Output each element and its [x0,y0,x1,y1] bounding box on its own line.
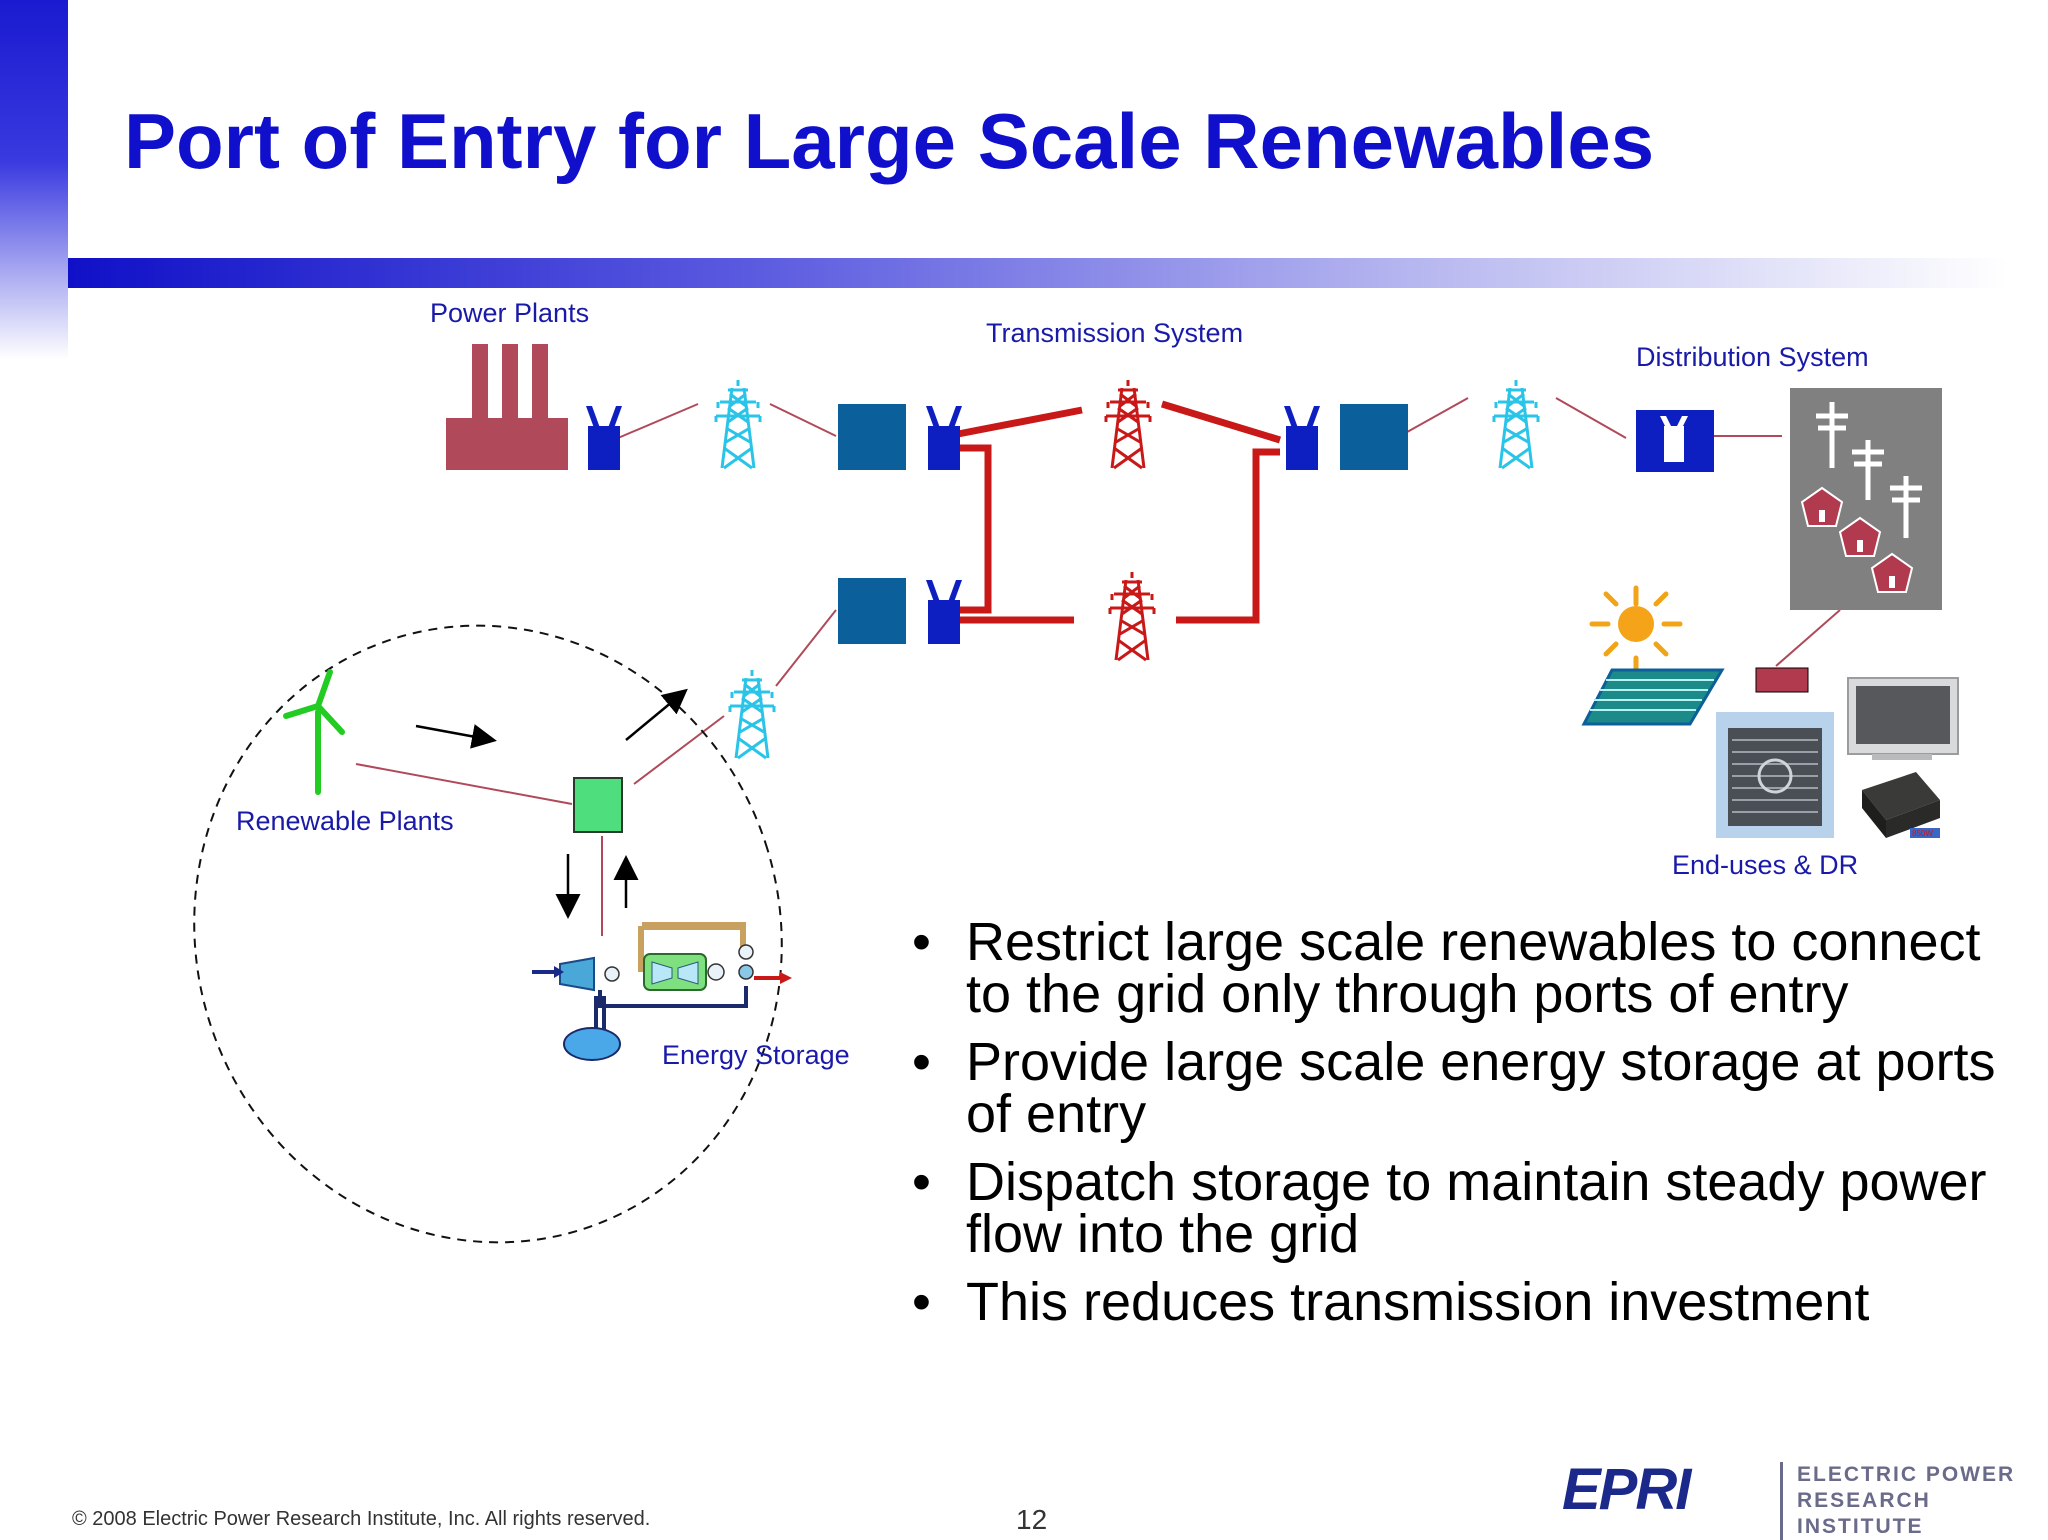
energy-storage-label: Energy Storage [662,1040,850,1070]
tower-icon [728,668,776,760]
transformer-icon [838,404,906,470]
power-plant-icon [446,344,568,470]
end-uses-label: End-uses & DR [1672,850,1859,880]
bullet-item: •Restrict large scale renewables to conn… [912,912,1981,1024]
left-accent-bar [0,0,68,360]
distribution-substation-icon [1636,410,1714,472]
tower-icon [1492,378,1540,470]
substation-icon [926,406,962,470]
bullet-text: Restrict large scale renewables to conne… [966,912,1981,1024]
power-plants-label: Power Plants [430,298,590,328]
logo-line-1: ELECTRIC POWER [1797,1463,2016,1486]
power-supply-label: 850W [1912,829,1933,838]
bullet-item: •Dispatch storage to maintain steady pow… [912,1152,1987,1264]
flow-arrow [415,724,497,749]
flow-arrow [625,688,688,741]
air-conditioner-icon [1716,712,1834,838]
epri-logo-text: ELECTRIC POWER RESEARCH INSTITUTE [1780,1462,2048,1540]
tower-icon [1104,378,1152,470]
port-of-entry-boundary [193,624,783,1244]
substation-icon [1284,406,1320,470]
tower-icon [1108,570,1156,662]
transmission-system-label: Transmission System [986,318,1244,348]
solar-panel-icon [1581,668,1725,726]
substation-icon [926,580,962,644]
bullet-text: Dispatch storage to maintain steady powe… [966,1152,1987,1264]
bullet-text: This reduces transmission investment [966,1272,1870,1332]
bullet-item: •Provide large scale energy storage at p… [912,1032,1996,1144]
tower-icon [714,378,762,470]
bullet-text: Provide large scale energy storage at po… [966,1032,1996,1144]
meter-icon [1755,667,1809,693]
copyright-footer: © 2008 Electric Power Research Institute… [72,1508,651,1530]
wind-turbine-icon [283,669,345,795]
slide-title: Port of Entry for Large Scale Renewables [124,97,1655,185]
port-of-entry-node [573,777,623,833]
power-supply-icon: 850W [1862,772,1940,838]
energy-storage-icon [532,922,792,1061]
substation-icon [586,406,622,470]
distribution-system-label: Distribution System [1636,342,1869,372]
bullet-list: •Restrict large scale renewables to conn… [906,912,2016,1344]
title-gradient-rule [68,258,2008,288]
bullet-item: •This reduces transmission investment [912,1272,1870,1332]
renewable-plants-label: Renewable Plants [236,806,454,836]
distribution-panel [1790,388,1942,610]
epri-logo: EPRI [1562,1457,1691,1522]
television-icon [1847,677,1959,760]
transformer-icon [1340,404,1408,470]
transformer-icon [838,578,906,644]
sun-icon [1589,585,1683,677]
logo-line-2: RESEARCH INSTITUTE [1797,1489,1931,1538]
page-number: 12 [1016,1504,1048,1535]
